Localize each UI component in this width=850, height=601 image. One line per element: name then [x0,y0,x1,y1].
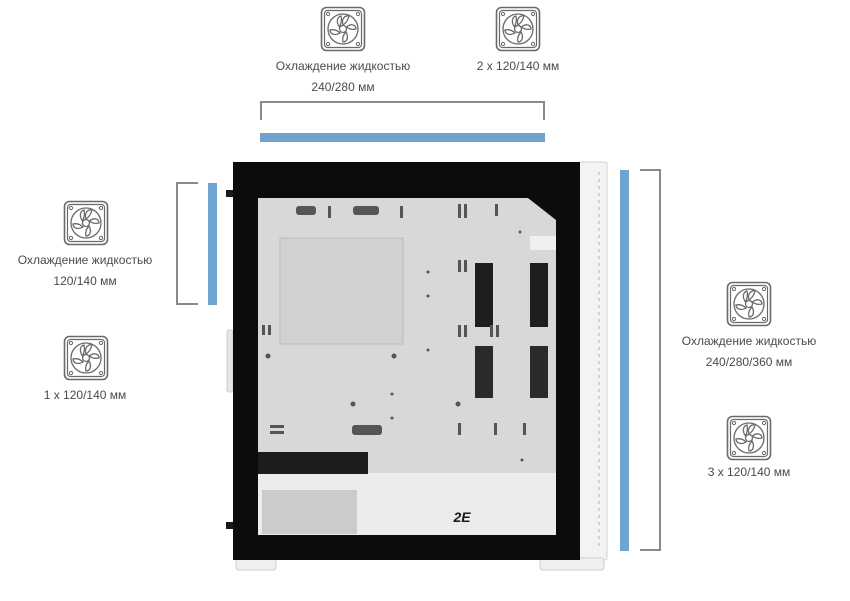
rear-radiator-label: Охлаждение жидкостью 120/140 мм [17,253,153,288]
rear-fans-label: 1 x 120/140 мм [43,388,127,402]
top-radiator-label: Охлаждение жидкостью 240/280 мм [275,59,411,94]
brand-logo: 2E [452,509,471,525]
top-fans-label: 2 x 120/140 мм [476,59,560,73]
case-front-panel [577,161,608,561]
front-fans-label: 3 x 120/140 мм [707,465,791,479]
front-radiator-label: Охлаждение жидкостью 240/280/360 мм [681,334,817,369]
